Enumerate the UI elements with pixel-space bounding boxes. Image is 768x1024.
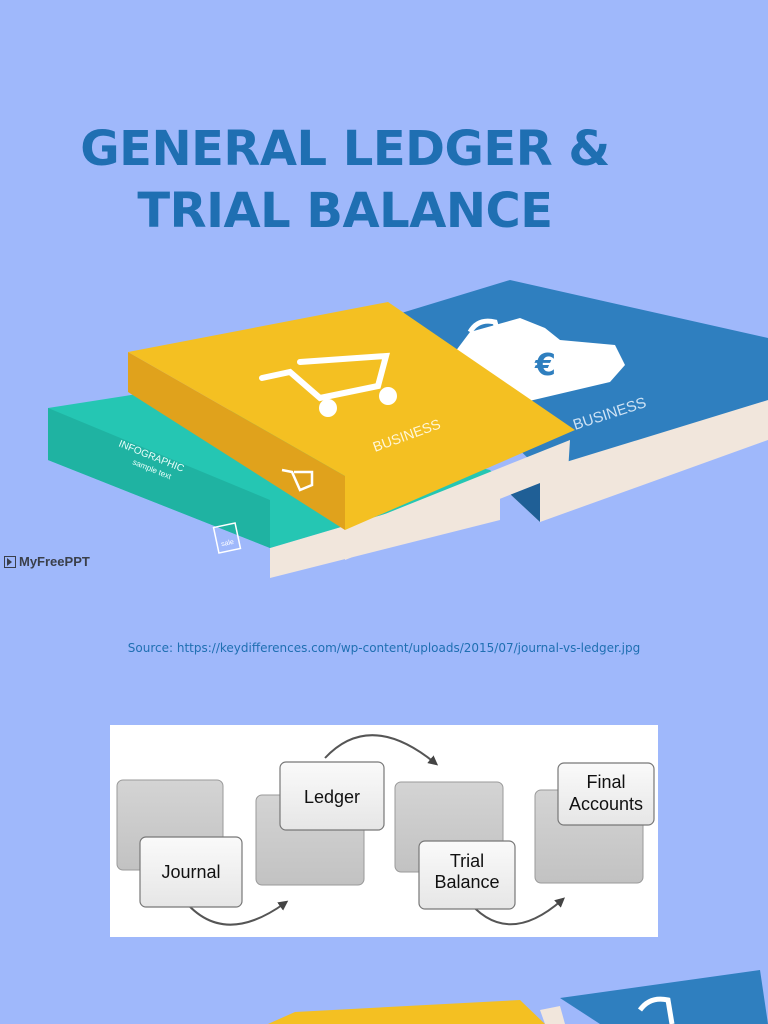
title-line-1: GENERAL LEDGER & (80, 121, 610, 177)
yellow-book-pages-repeat (540, 1006, 565, 1024)
step-trial-box (418, 840, 516, 910)
step-ledger-label: Ledger (304, 787, 360, 807)
step-trial-label-line2: Balance (434, 872, 499, 892)
sale-tag-icon (212, 522, 242, 554)
yellow-book-pages (345, 440, 570, 560)
page-title: GENERAL LEDGER & TRIAL BALANCE (40, 118, 650, 242)
books-illustration-repeat (268, 970, 768, 1024)
source-caption: Source: https://keydifferences.com/wp-co… (127, 641, 641, 655)
euro-symbol: € (534, 348, 556, 383)
play-icon (4, 555, 16, 568)
teal-book-spine (48, 408, 270, 548)
watermark-logo: MyFreePPT (4, 554, 90, 569)
step-final-label-line2: Accounts (569, 794, 643, 814)
step-journal-box (139, 836, 243, 908)
shopping-cart-icon (259, 352, 397, 417)
money-bag-handle-repeat (637, 996, 675, 1024)
step-journal-label: Journal (161, 862, 220, 882)
watermark-text: MyFreePPT (19, 554, 90, 569)
books-illustration: € BUSINESS INFOGRAPHIC sample text sale … (48, 280, 768, 578)
title-line-2: TRIAL BALANCE (137, 183, 553, 239)
small-cart-icon (281, 468, 314, 492)
step-ledger-box (279, 761, 385, 831)
step-final-label-line1: Final (586, 772, 625, 792)
yellow-book-cover-repeat (268, 1000, 545, 1024)
arrow-ledger-to-trial (324, 734, 439, 766)
sale-tag-label: sale (221, 539, 235, 549)
yellow-book-cover (128, 302, 575, 530)
accounting-cycle-diagram: Journal Ledger Trial Balance Final Accou… (110, 725, 658, 937)
step-trial-label-line1: Trial (450, 851, 484, 871)
blue-book-pages (495, 400, 768, 522)
step-final-box (557, 762, 655, 826)
yellow-book-spine (128, 352, 345, 530)
